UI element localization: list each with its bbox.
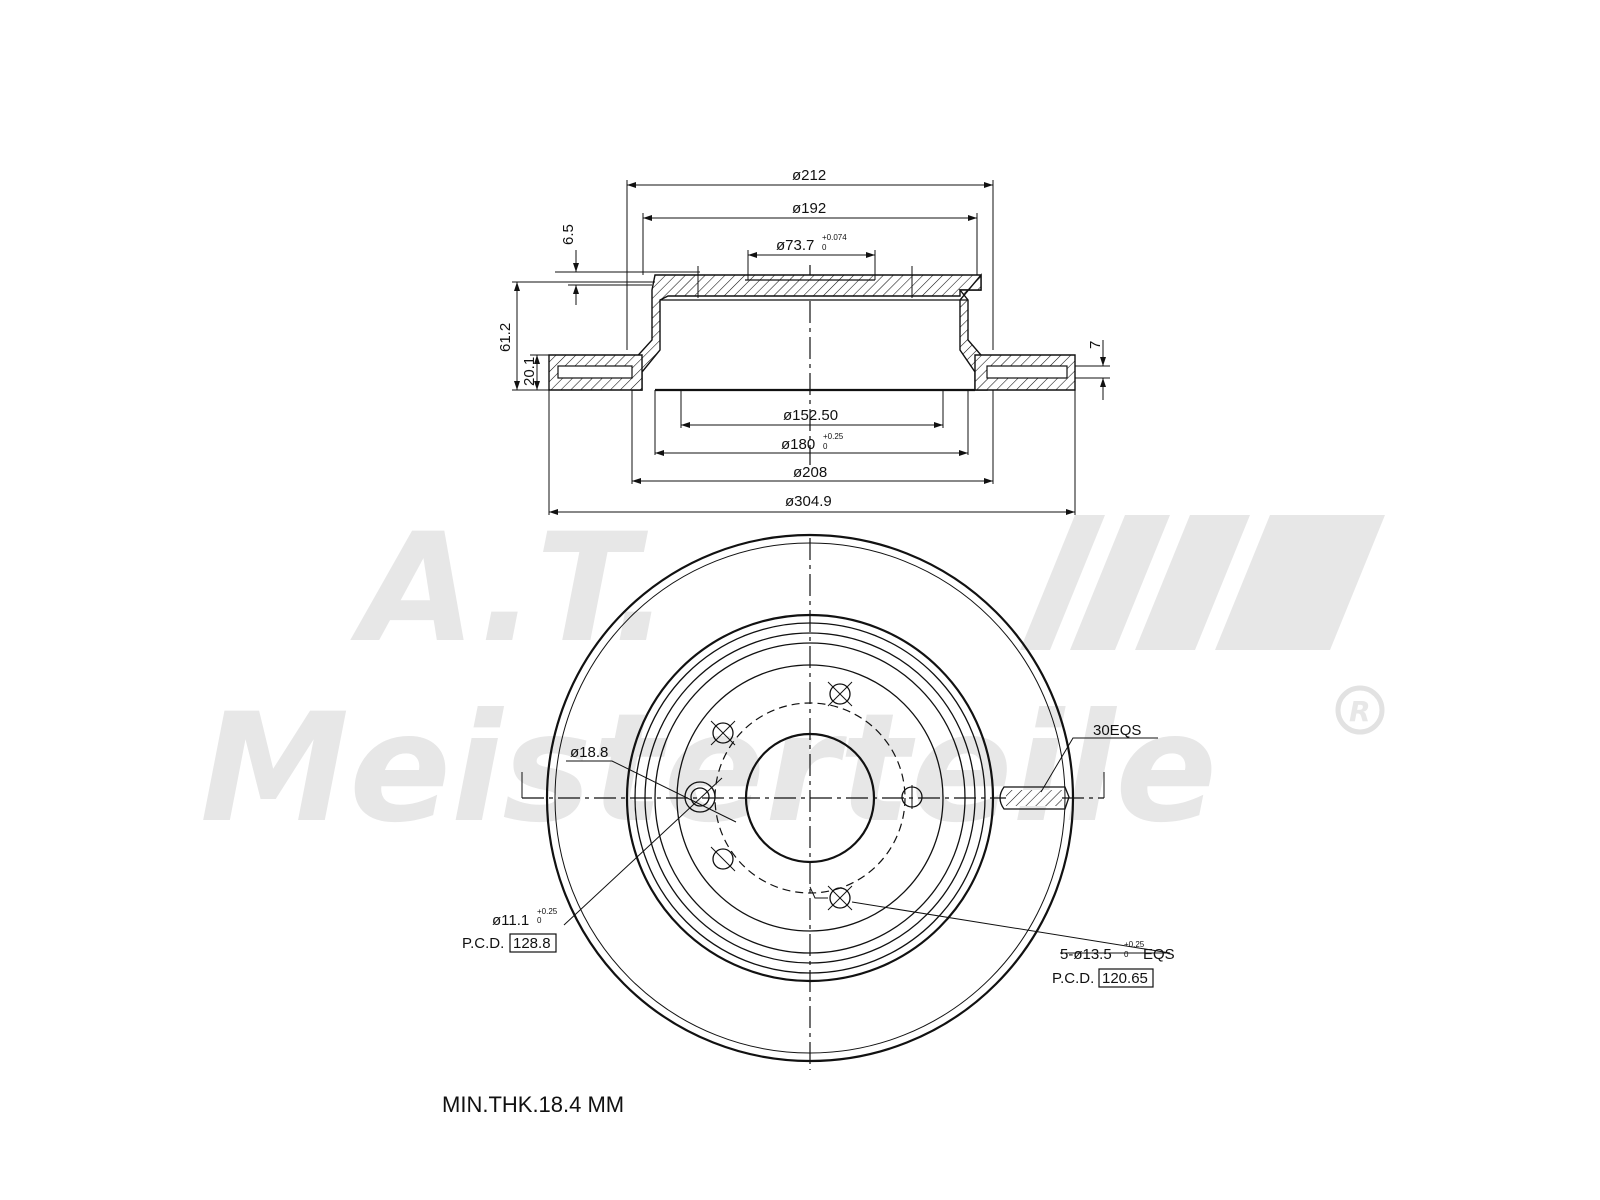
label-bolt-holes: 5-ø13.5 (1060, 946, 1112, 963)
tol-13-5-upper: +0.25 (1124, 940, 1145, 949)
dim-dia-304-9: ø304.9 (785, 493, 832, 510)
vent-channel-right (986, 365, 1068, 379)
tol-13-5-lower: 0 (1124, 950, 1129, 959)
min-thickness-note: MIN.THK.18.4 MM (442, 1092, 624, 1117)
dim-height-6-5: 6.5 (560, 224, 577, 245)
front-view: 30EQS ø18.8 ø11.1 +0.25 0 P.C.D. 128.8 5… (462, 533, 1175, 1070)
dim-dia-73-7: ø73.7 (776, 237, 814, 254)
leader-vent (1040, 737, 1158, 793)
bolt-hole (710, 720, 736, 746)
bolt-hole (827, 681, 853, 707)
tol-73-7-upper: +0.074 (822, 233, 847, 242)
dim-dia-208: ø208 (793, 464, 827, 481)
watermark-brand-top: A.T. (350, 502, 670, 676)
registered-mark-icon: R (1335, 685, 1385, 735)
pcd-left-box (509, 933, 557, 953)
rotor-hat-outer (625, 613, 995, 983)
watermark-brand-bottom: Meisterteile (200, 682, 1217, 856)
tol-11-1-lower: 0 (537, 916, 542, 925)
hat-section-left (631, 274, 982, 391)
leader-dia-18-8 (566, 760, 737, 823)
dim-dia-192: ø192 (792, 200, 826, 217)
label-pcd-left-prefix: P.C.D. (462, 935, 504, 952)
bolt-hole (901, 785, 923, 809)
watermark: A.T. Meisterteile R (200, 502, 1385, 856)
dim-dia-212: ø212 (792, 167, 826, 184)
dim-height-20-1: 20.1 (521, 357, 538, 386)
tol-11-1-upper: +0.25 (537, 907, 558, 916)
center-bore (744, 732, 876, 864)
dim-dia-180: ø180 (781, 436, 815, 453)
leader-hole-11-1 (563, 777, 723, 926)
label-bolt-holes-suffix: EQS (1143, 946, 1175, 963)
leader-bolt-holes (851, 901, 1171, 954)
label-hole-11-1: ø11.1 (492, 912, 529, 929)
label-pcd-right-value: 120.65 (1102, 970, 1148, 987)
rotor-outer-chamfer (554, 542, 1066, 1054)
dim-thick-7: 7 (1087, 341, 1104, 349)
dim-height-61-2: 61.2 (497, 323, 514, 352)
tol-73-7-lower: 0 (822, 243, 827, 252)
tol-180-lower: 0 (823, 442, 828, 451)
svg-text:R: R (1349, 695, 1371, 728)
pcd-right-box (1098, 968, 1154, 988)
label-dia-18-8: ø18.8 (570, 744, 608, 761)
label-pcd-left-value: 128.8 (513, 935, 551, 952)
section-view: ø212 ø192 ø73.7 +0.074 0 6.5 61.2 20.1 7… (497, 167, 1110, 515)
watermark-stripes-logo (1020, 515, 1385, 650)
bolt-hole (827, 885, 853, 911)
vent-slot (999, 786, 1070, 810)
vent-channel-left (557, 365, 633, 379)
label-pcd-right-prefix: P.C.D. (1052, 970, 1094, 987)
rotor-outer-edge (545, 533, 1075, 1063)
label-vent-30eqs: 30EQS (1093, 722, 1141, 739)
bolt-hole (710, 846, 736, 872)
tol-180-upper: +0.25 (823, 432, 844, 441)
dim-dia-152-5: ø152.50 (783, 407, 838, 424)
bolt-pcd-circle (714, 702, 906, 894)
